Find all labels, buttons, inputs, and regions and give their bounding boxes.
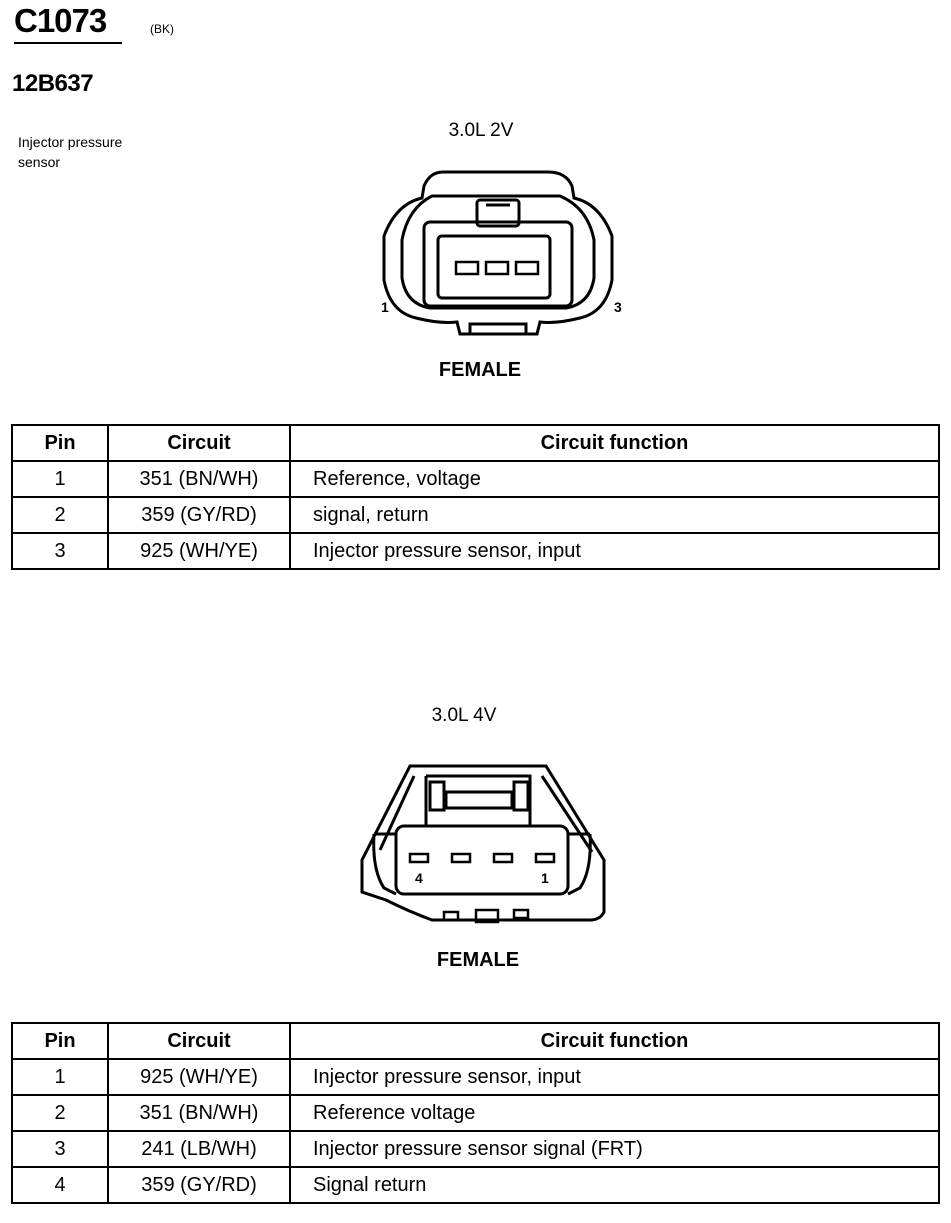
component-name: Injector pressure sensor bbox=[18, 134, 123, 170]
variant-label-4v: 3.0L 4V bbox=[431, 705, 497, 726]
cell-pin: 1 bbox=[11, 460, 109, 498]
cell-circuit: 359 (GY/RD) bbox=[107, 1166, 291, 1204]
header-circuit-function: Circuit function bbox=[289, 424, 940, 462]
variant-label-2v: 3.0L 2V bbox=[448, 120, 514, 141]
connector-id: C1073 bbox=[14, 2, 107, 39]
table-row: 1 351 (BN/WH) Reference, voltage bbox=[11, 460, 940, 498]
header-circuit: Circuit bbox=[107, 1022, 291, 1060]
connector-id-underline bbox=[14, 42, 122, 44]
cell-function: Reference voltage bbox=[289, 1094, 940, 1132]
table-row: 1 925 (WH/YE) Injector pressure sensor, … bbox=[11, 1058, 940, 1096]
cell-circuit: 359 (GY/RD) bbox=[107, 496, 291, 534]
table-row: 2 351 (BN/WH) Reference voltage bbox=[11, 1094, 940, 1132]
cell-function: Signal return bbox=[289, 1166, 940, 1204]
header-pin: Pin bbox=[11, 1022, 109, 1060]
cell-pin: 2 bbox=[11, 1094, 109, 1132]
table-row: 4 359 (GY/RD) Signal return bbox=[11, 1166, 940, 1204]
connector-color-code: (BK) bbox=[150, 22, 174, 36]
gender-label-4v: FEMALE bbox=[436, 949, 520, 971]
table-row: 3 241 (LB/WH) Injector pressure sensor s… bbox=[11, 1130, 940, 1168]
cell-pin: 2 bbox=[11, 496, 109, 534]
cell-function: signal, return bbox=[289, 496, 940, 534]
cell-pin: 4 bbox=[11, 1166, 109, 1204]
part-number: 12B637 bbox=[12, 70, 94, 97]
pinout-table-4v: Pin Circuit Circuit function 1 925 (WH/Y… bbox=[11, 1022, 940, 1204]
header-pin: Pin bbox=[11, 424, 109, 462]
pinout-table-2v: Pin Circuit Circuit function 1 351 (BN/W… bbox=[11, 424, 940, 570]
cell-circuit: 351 (BN/WH) bbox=[107, 1094, 291, 1132]
table-row: 2 359 (GY/RD) signal, return bbox=[11, 496, 940, 534]
table-row: 3 925 (WH/YE) Injector pressure sensor, … bbox=[11, 532, 940, 570]
table-header-row: Pin Circuit Circuit function bbox=[11, 1022, 940, 1060]
pin-label-right-4v: 1 bbox=[541, 870, 549, 886]
cell-pin: 3 bbox=[11, 1130, 109, 1168]
pin-label-left-2v: 1 bbox=[381, 299, 389, 315]
pin-label-left-4v: 4 bbox=[415, 870, 423, 886]
cell-function: Injector pressure sensor, input bbox=[289, 1058, 940, 1096]
header-circuit: Circuit bbox=[107, 424, 291, 462]
cell-circuit: 925 (WH/YE) bbox=[107, 532, 291, 570]
cell-function: Injector pressure sensor signal (FRT) bbox=[289, 1130, 940, 1168]
cell-function: Injector pressure sensor, input bbox=[289, 532, 940, 570]
cell-pin: 3 bbox=[11, 532, 109, 570]
cell-circuit: 241 (LB/WH) bbox=[107, 1130, 291, 1168]
pin-label-right-2v: 3 bbox=[614, 299, 622, 315]
cell-pin: 1 bbox=[11, 1058, 109, 1096]
cell-function: Reference, voltage bbox=[289, 460, 940, 498]
table-header-row: Pin Circuit Circuit function bbox=[11, 424, 940, 462]
gender-label-2v: FEMALE bbox=[438, 359, 522, 381]
header-circuit-function: Circuit function bbox=[289, 1022, 940, 1060]
cell-circuit: 925 (WH/YE) bbox=[107, 1058, 291, 1096]
cell-circuit: 351 (BN/WH) bbox=[107, 460, 291, 498]
